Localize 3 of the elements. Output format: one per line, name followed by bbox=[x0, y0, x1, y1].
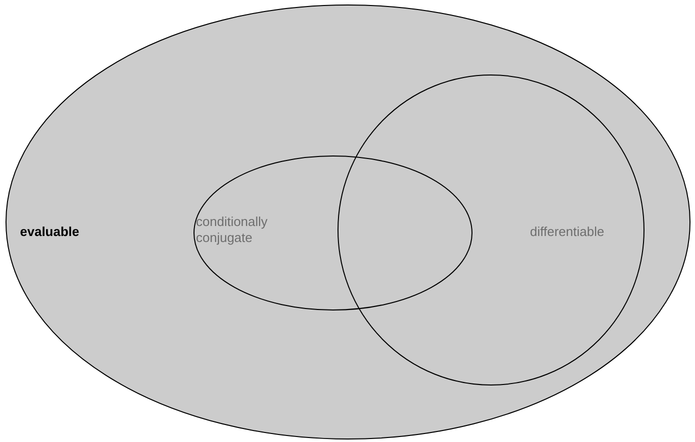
set-label: differentiable bbox=[530, 224, 606, 240]
set-label: conditionally conjugate bbox=[196, 214, 269, 246]
set-label: evaluable bbox=[20, 224, 80, 240]
